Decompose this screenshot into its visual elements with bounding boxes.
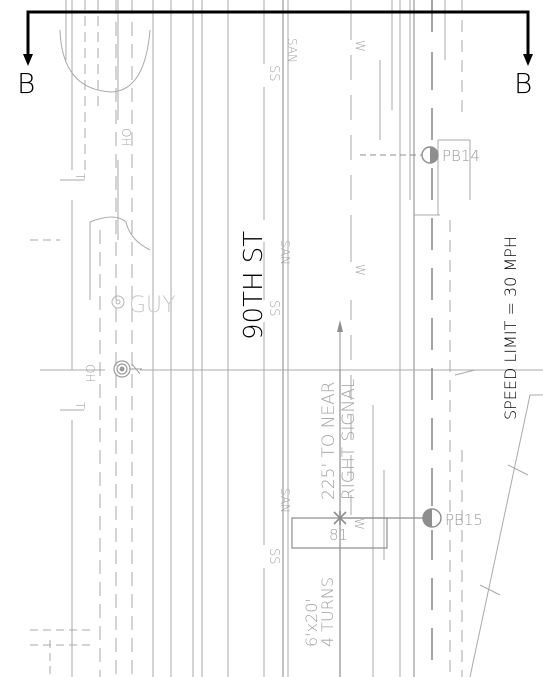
- speed-limit-note: SPEED LIMIT = 30 MPH: [501, 236, 520, 420]
- pull-box-pb14: PB14: [421, 146, 480, 165]
- signal-note: 225' TO NEAR RIGHT SIGNAL: [319, 379, 359, 500]
- pb15-label: PB15: [445, 511, 483, 529]
- detector-loop-spec: 6'x20' 4 TURNS: [302, 577, 337, 647]
- storm-label-top: SS: [266, 65, 281, 82]
- sanitary-label-low: SAN: [278, 488, 292, 513]
- proposed-linework: [291, 0, 433, 677]
- telephone-label-low: T: [73, 402, 87, 410]
- utility-labels: SAN SAN SAN SS SS SS W W W OH OH T T: [73, 38, 367, 565]
- background-linework: [30, 0, 543, 677]
- guy-anchor-icon: [111, 295, 125, 309]
- water-label-low: W: [352, 518, 366, 530]
- detector-loop-turns: 4 TURNS: [318, 577, 337, 647]
- section-label-left: B: [17, 67, 35, 100]
- signal-note-line2: RIGHT SIGNAL: [339, 379, 359, 500]
- detector-loop-number: 81: [329, 526, 348, 544]
- telephone-label-top: T: [73, 173, 87, 181]
- signal-note-line1: 225' TO NEAR: [319, 381, 339, 500]
- pull-box-pb15: PB15: [422, 508, 483, 529]
- storm-label-low: SS: [266, 548, 281, 565]
- pb14-label: PB14: [442, 147, 480, 165]
- storm-label-mid: SS: [266, 300, 281, 317]
- sanitary-label-mid: SAN: [278, 240, 292, 265]
- utility-pole-icon: [113, 360, 142, 378]
- street-name: 90TH ST: [239, 231, 269, 340]
- overhead-label-top: OH: [119, 128, 133, 146]
- section-arrow-left-icon: [23, 54, 33, 66]
- water-label-top: W: [353, 40, 367, 52]
- section-arrow-right-icon: [523, 54, 533, 66]
- section-label-right: B: [514, 67, 532, 100]
- sanitary-label-top: SAN: [285, 38, 299, 63]
- water-label-mid: W: [353, 264, 367, 276]
- detector-loop-size: 6'x20': [302, 598, 321, 647]
- section-cut-marker: B B: [17, 10, 533, 100]
- detector-marker-icon: [333, 511, 347, 525]
- guy-label: GUY: [129, 293, 176, 318]
- overhead-label-mid: OH: [83, 364, 97, 382]
